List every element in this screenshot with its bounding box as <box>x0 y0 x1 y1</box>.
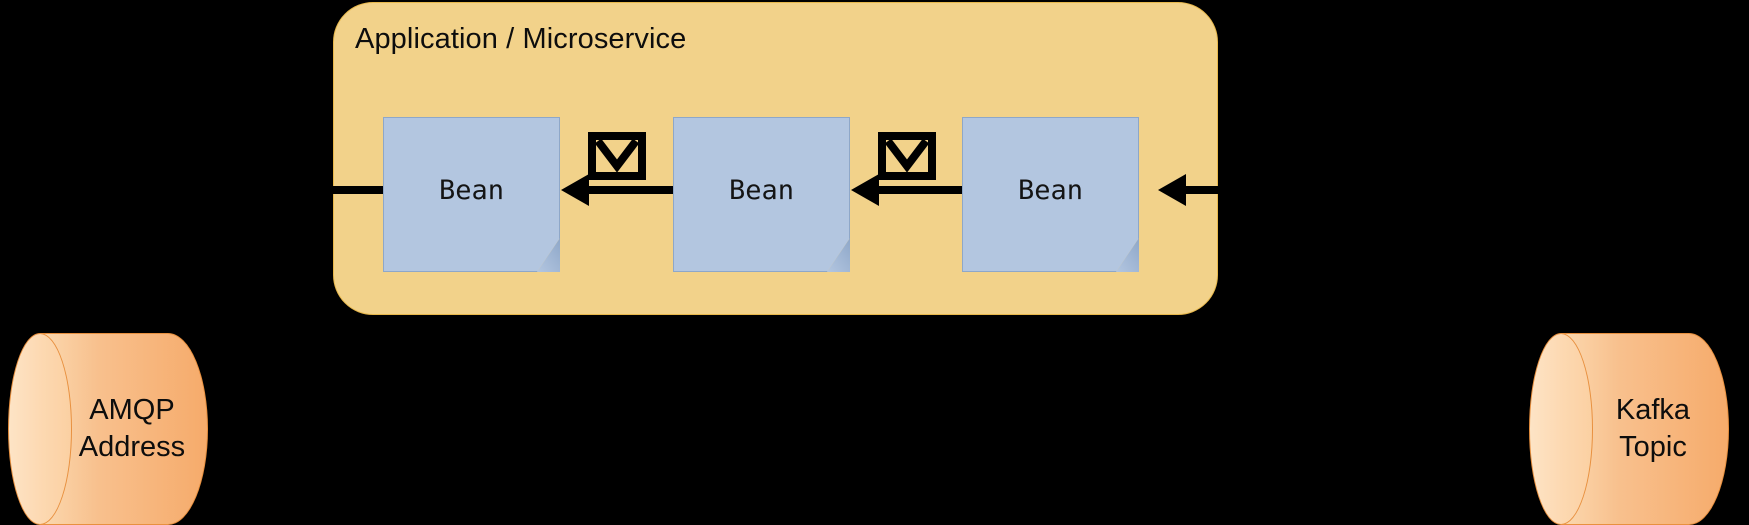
amqp-label-line2: Address <box>78 431 186 463</box>
arrow-from-kafka-head <box>1158 174 1186 206</box>
kafka-label-line2: Topic <box>1619 431 1687 463</box>
bean-label-1: Bean <box>438 175 505 206</box>
kafka-label-line1: Kafka <box>1615 393 1691 426</box>
envelope-icon-svg <box>588 132 646 180</box>
document-shape <box>673 117 850 272</box>
arrow-from-kafka-line <box>1172 186 1222 194</box>
page-title: Application / Microservice <box>355 23 687 55</box>
arrow-bean3-to-bean2-line <box>865 186 970 194</box>
arrow-bean2-to-bean1-line <box>575 186 680 194</box>
amqp-label-line1: AMQP <box>89 393 175 426</box>
bean-label-2: Bean <box>728 175 795 206</box>
bean-box-1: Bean <box>383 117 560 272</box>
cylinder-cap <box>8 333 72 525</box>
amqp-address-label: AMQP Address <box>56 333 208 525</box>
document-shape <box>962 117 1139 272</box>
envelope-icon-svg <box>878 132 936 180</box>
cylinder-cap <box>1529 333 1593 525</box>
document-shape <box>383 117 560 272</box>
arrow-bean3-to-bean2-head <box>851 174 879 206</box>
envelope-icon <box>588 132 646 180</box>
kafka-topic-label: Kafka Topic <box>1577 333 1729 525</box>
amqp-address-cylinder: AMQP Address <box>8 333 208 525</box>
bean-box-3: Bean <box>962 117 1139 272</box>
envelope-icon <box>878 132 936 180</box>
bean-label-3: Bean <box>1017 175 1084 206</box>
kafka-topic-cylinder: Kafka Topic <box>1529 333 1729 525</box>
arrow-bean2-to-bean1-head <box>561 174 589 206</box>
bean-box-2: Bean <box>673 117 850 272</box>
arrow-out-to-amqp-line <box>330 186 390 194</box>
